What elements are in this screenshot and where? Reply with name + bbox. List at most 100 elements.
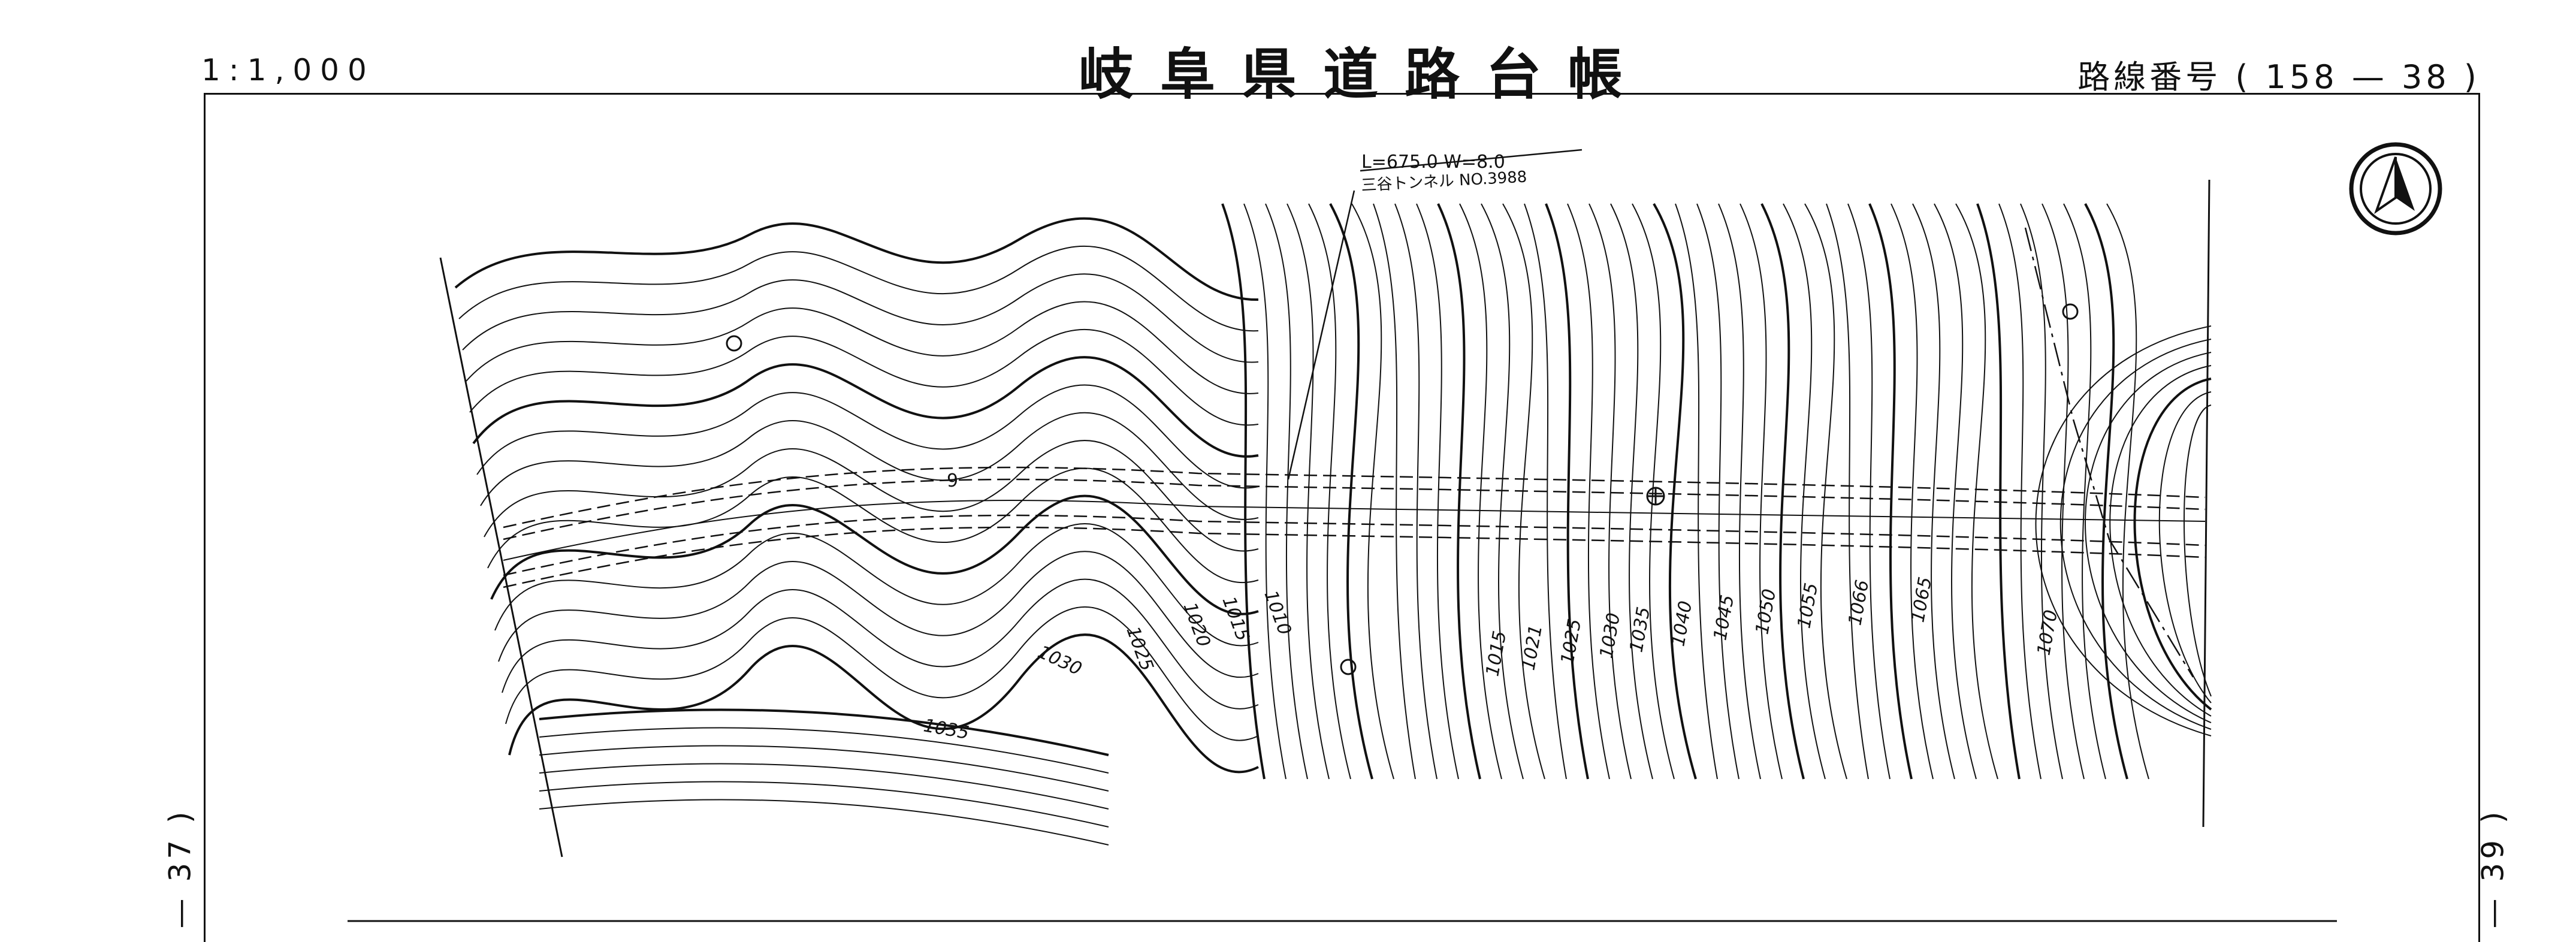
contour-line	[1437, 203, 1481, 780]
contour-line	[462, 273, 1259, 363]
contour-elevation-label: 1025	[1122, 624, 1157, 674]
contour-line	[1329, 203, 1373, 780]
contour-line	[1955, 203, 1998, 780]
contour-elevation-label: 1020	[1179, 600, 1214, 650]
contour-elevation-label: 1050	[1751, 587, 1780, 636]
station-marker: 9	[947, 470, 1665, 506]
contour-line	[469, 328, 1259, 426]
contour-line	[1760, 203, 1805, 780]
contour-elevation-label: 1015	[1482, 629, 1511, 678]
contour-line	[454, 217, 1259, 301]
contour-line	[1567, 203, 1610, 780]
contour-line	[1976, 203, 2021, 780]
contour-line	[458, 246, 1259, 332]
contour-line	[539, 727, 1109, 774]
contour-line	[1416, 203, 1459, 780]
contour-line	[1804, 203, 1847, 780]
contour-elevation-label: 1045	[1710, 593, 1738, 642]
contour-elevation-label: 1021	[1518, 623, 1547, 672]
road-edge-line	[503, 514, 2206, 576]
contour-line	[1783, 203, 1826, 780]
station-marker-label: 9	[947, 470, 958, 491]
contour-line	[2133, 378, 2212, 711]
sheet-title: 岐阜県道路台帳	[1079, 43, 1650, 107]
contour-line	[1589, 203, 1632, 780]
contour-line	[2084, 203, 2128, 780]
contour-line	[1287, 203, 1330, 780]
contour-line	[476, 384, 1259, 489]
contour-line	[2085, 352, 2212, 723]
contour-line	[490, 494, 1259, 615]
contour-line	[1891, 203, 1934, 780]
contour-lines	[454, 203, 2212, 846]
contour-line	[1373, 203, 1416, 780]
contour-line	[1481, 203, 1524, 780]
contour-line	[539, 745, 1109, 792]
tunnel-callout: L=675.0 W=8.0 三谷トンネル NO.3988	[1287, 149, 1583, 480]
contour-line	[1653, 203, 1697, 780]
contour-line	[1826, 203, 1869, 780]
contour-elevation-label: 1070	[2033, 608, 2062, 657]
contour-line	[1308, 203, 1351, 780]
contour-line	[2063, 203, 2106, 780]
route-number: 路線番号 ( 158 — 38 )	[2077, 50, 2480, 98]
contour-line	[505, 606, 1259, 741]
contour-line	[1610, 203, 1653, 780]
contour-line	[2059, 339, 2212, 730]
contour-line	[2042, 203, 2085, 780]
contour-elevation-label: 1030	[1035, 642, 1085, 680]
ridge-line	[2024, 227, 2194, 678]
summit-markers	[726, 303, 2079, 675]
contour-elevation-label: 1030	[1596, 611, 1624, 660]
contour-line	[484, 440, 1259, 552]
contour-line	[480, 412, 1259, 520]
contour-line	[539, 799, 1109, 846]
route-number-value: ( 158 — 38 )	[2235, 58, 2480, 96]
contour-line	[508, 633, 1259, 774]
contour-line	[539, 763, 1109, 810]
contour-line	[2106, 203, 2149, 780]
contour-line	[1243, 203, 1287, 780]
contour-line	[1718, 203, 1761, 780]
contour-line	[1221, 203, 1266, 780]
contour-line	[539, 708, 1109, 756]
road-edge-line	[503, 466, 2206, 529]
contour-line	[1675, 203, 1718, 780]
contour-line	[1351, 203, 1394, 780]
contour-line	[1502, 203, 1545, 780]
road-edge-line	[503, 478, 2206, 541]
map-scale: 1:1,000	[201, 53, 375, 87]
contour-elevation-label: 1040	[1668, 599, 1696, 648]
contour-line	[494, 523, 1259, 647]
contour-elevation-label: 1035	[922, 715, 971, 744]
contour-elevation-label: 1010	[1260, 588, 1295, 638]
contour-line	[2020, 203, 2063, 780]
tunnel-dimensions-label: L=675.0 W=8.0	[1361, 152, 1505, 173]
contour-line	[2109, 365, 2212, 717]
contour-line	[1868, 203, 1913, 780]
contour-line	[1696, 203, 1740, 780]
contour-line	[1265, 203, 1308, 780]
contour-line	[1632, 203, 1675, 780]
contour-line	[498, 551, 1259, 678]
contour-line	[1545, 203, 1589, 780]
contour-elevation-label: 1066	[1844, 578, 1873, 627]
road-edge-line	[503, 526, 2206, 588]
contour-line	[1740, 203, 1783, 780]
contour-line	[1524, 203, 1567, 780]
summit-icon	[2062, 303, 2079, 320]
contour-line	[472, 356, 1259, 458]
contour-line	[1459, 203, 1502, 780]
contour-line	[1998, 203, 2042, 780]
summit-icon	[726, 335, 742, 352]
contour-line	[2035, 325, 2212, 736]
contour-line	[1912, 203, 1955, 780]
map-boundary	[348, 179, 2337, 922]
contour-line	[539, 781, 1109, 828]
north-arrow-icon	[2349, 142, 2442, 236]
map-frame	[204, 93, 2480, 942]
contour-line	[1394, 203, 1438, 780]
contour-line	[1847, 203, 1891, 780]
left-boundary-line	[439, 257, 563, 858]
